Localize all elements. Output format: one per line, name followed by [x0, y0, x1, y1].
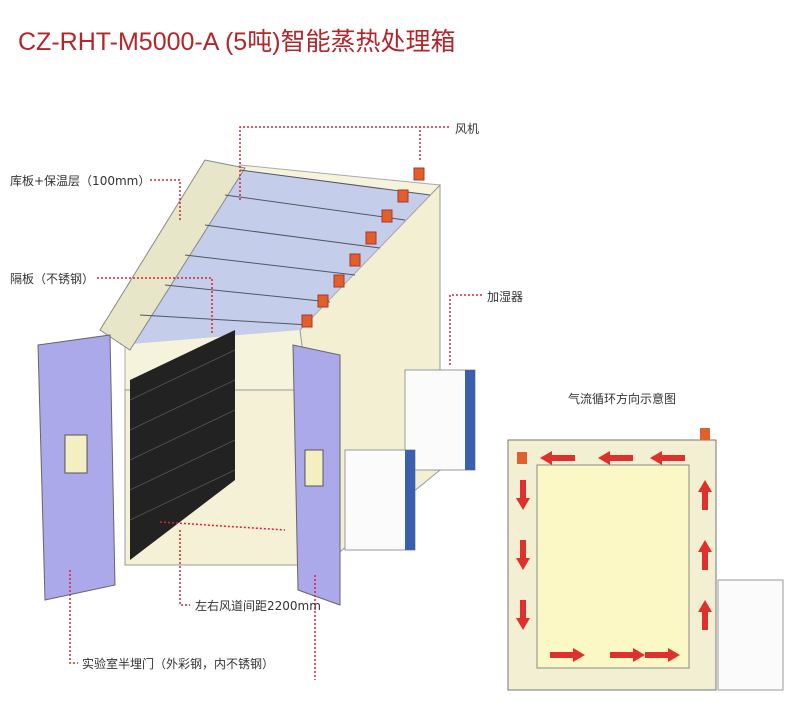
- label-door: 实验室半埋门（外彩钢，内不锈钢）: [82, 657, 275, 671]
- ceiling-glass: [120, 170, 430, 345]
- left-wall: [99, 159, 246, 351]
- label-humidifier: 加湿器: [487, 290, 524, 304]
- page-title: CZ-RHT-M5000-A (5吨)智能蒸热处理箱: [18, 28, 456, 56]
- airflow-arrows: [516, 451, 712, 662]
- label-panel: 库板+保温层（100mm）: [10, 174, 151, 188]
- label-duct-distance: 左右风道间距2200mm: [195, 599, 321, 613]
- humidifier-2: [344, 449, 416, 551]
- label-partition: 隔板（不锈钢）: [10, 272, 95, 286]
- fans: [301, 167, 425, 328]
- humidifier-1: [404, 369, 476, 471]
- label-fan: 风机: [455, 122, 480, 136]
- airflow-inner: [536, 464, 690, 669]
- label-airflow-title: 气流循环方向示意图: [568, 392, 677, 406]
